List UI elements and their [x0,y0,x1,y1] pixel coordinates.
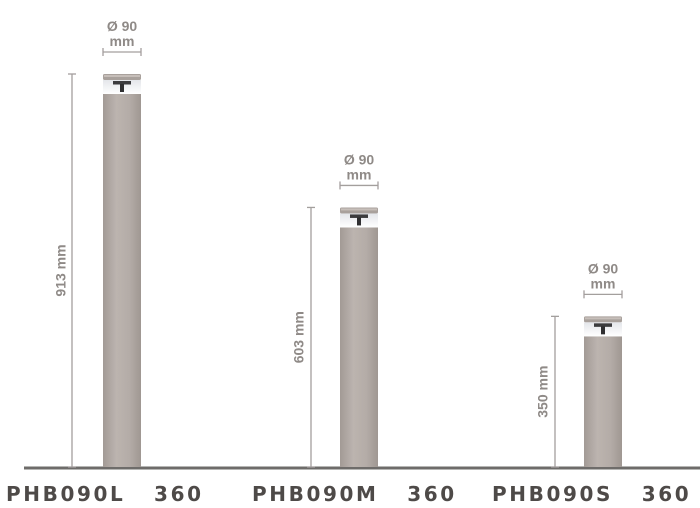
bollard-reflector [113,81,131,85]
bollard-cap-highlight [104,75,140,77]
bollard-body [584,336,622,467]
diameter-label-unit: mm [347,166,372,182]
diameter-label-unit: mm [591,275,616,291]
height-label: 350 mm [535,366,551,418]
height-label: 603 mm [291,311,307,363]
model-label-phb090m: PHB090M 360 [252,482,457,506]
bollard-reflector-stem [601,326,605,335]
bollard-reflector-stem [357,217,361,226]
diameter-label-value: Ø 90 [107,18,138,34]
bollard-body [340,227,378,467]
diameter-label-value: Ø 90 [344,151,375,167]
bollard-body [103,94,141,467]
bollard-reflector [350,214,368,218]
bollard-cap-highlight [341,208,377,211]
diameter-label-unit: mm [110,33,135,49]
bollard-reflector-stem [120,84,124,92]
height-label: 913 mm [53,244,69,296]
bollard-reflector [594,323,612,327]
model-label-phb090s: PHB090S 360 [492,482,692,506]
bollard-cap-highlight [585,317,621,320]
model-label-phb090l: PHB090L 360 [6,482,204,506]
diameter-label-value: Ø 90 [588,260,619,276]
